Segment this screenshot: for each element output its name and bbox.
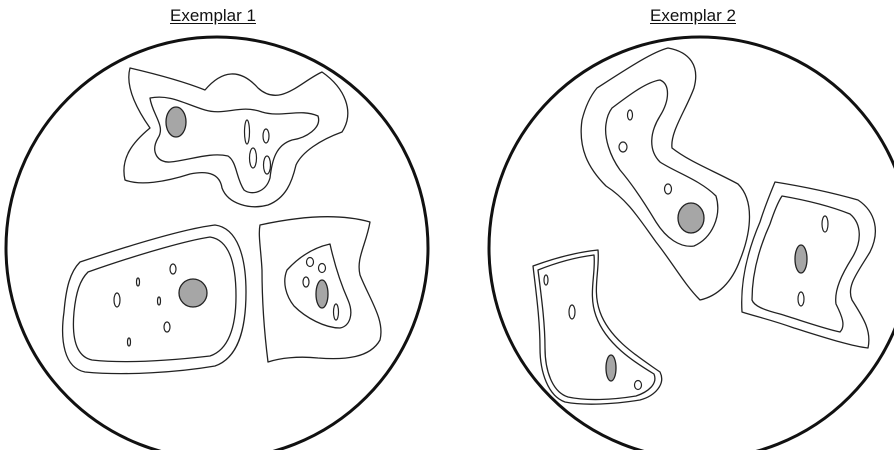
vacuole bbox=[798, 292, 804, 306]
nucleus bbox=[179, 279, 207, 307]
vacuole bbox=[137, 278, 140, 286]
nucleus bbox=[678, 203, 704, 233]
vacuole bbox=[619, 142, 627, 152]
nucleus bbox=[316, 280, 328, 308]
vacuole bbox=[307, 258, 314, 267]
vacuole bbox=[250, 148, 257, 168]
vacuole bbox=[665, 184, 672, 194]
nucleus bbox=[606, 355, 616, 381]
vacuole bbox=[158, 297, 161, 305]
exemplar-2-field bbox=[489, 37, 894, 450]
vacuole bbox=[635, 381, 642, 390]
vacuole bbox=[569, 305, 575, 319]
vacuole bbox=[263, 129, 269, 143]
vacuole bbox=[114, 293, 120, 307]
vacuole bbox=[128, 338, 131, 346]
nucleus bbox=[795, 245, 807, 273]
vacuole bbox=[264, 156, 271, 174]
cell-outer-membrane bbox=[124, 68, 348, 207]
vacuole bbox=[822, 216, 828, 232]
vacuole bbox=[303, 277, 309, 287]
vacuole bbox=[245, 120, 250, 144]
vacuole bbox=[334, 304, 339, 320]
nucleus bbox=[166, 107, 186, 137]
exemplar-2-bottom-left-cell bbox=[533, 250, 662, 404]
exemplar-1-bottom-left-cell bbox=[63, 225, 246, 374]
vacuole bbox=[170, 264, 176, 274]
exemplar-1-top-cell bbox=[124, 68, 348, 207]
cell-outer-membrane bbox=[581, 48, 749, 300]
vacuole bbox=[319, 264, 326, 273]
vacuole bbox=[544, 275, 548, 285]
exemplar-2-right-cell bbox=[742, 182, 876, 348]
vacuole bbox=[164, 322, 170, 332]
exemplar-1-bottom-right-cell bbox=[259, 217, 381, 362]
cell-outer-membrane bbox=[533, 250, 662, 404]
vacuole bbox=[628, 110, 633, 120]
exemplar-1-field bbox=[6, 37, 428, 450]
exemplar-2-top-cell bbox=[581, 48, 749, 300]
